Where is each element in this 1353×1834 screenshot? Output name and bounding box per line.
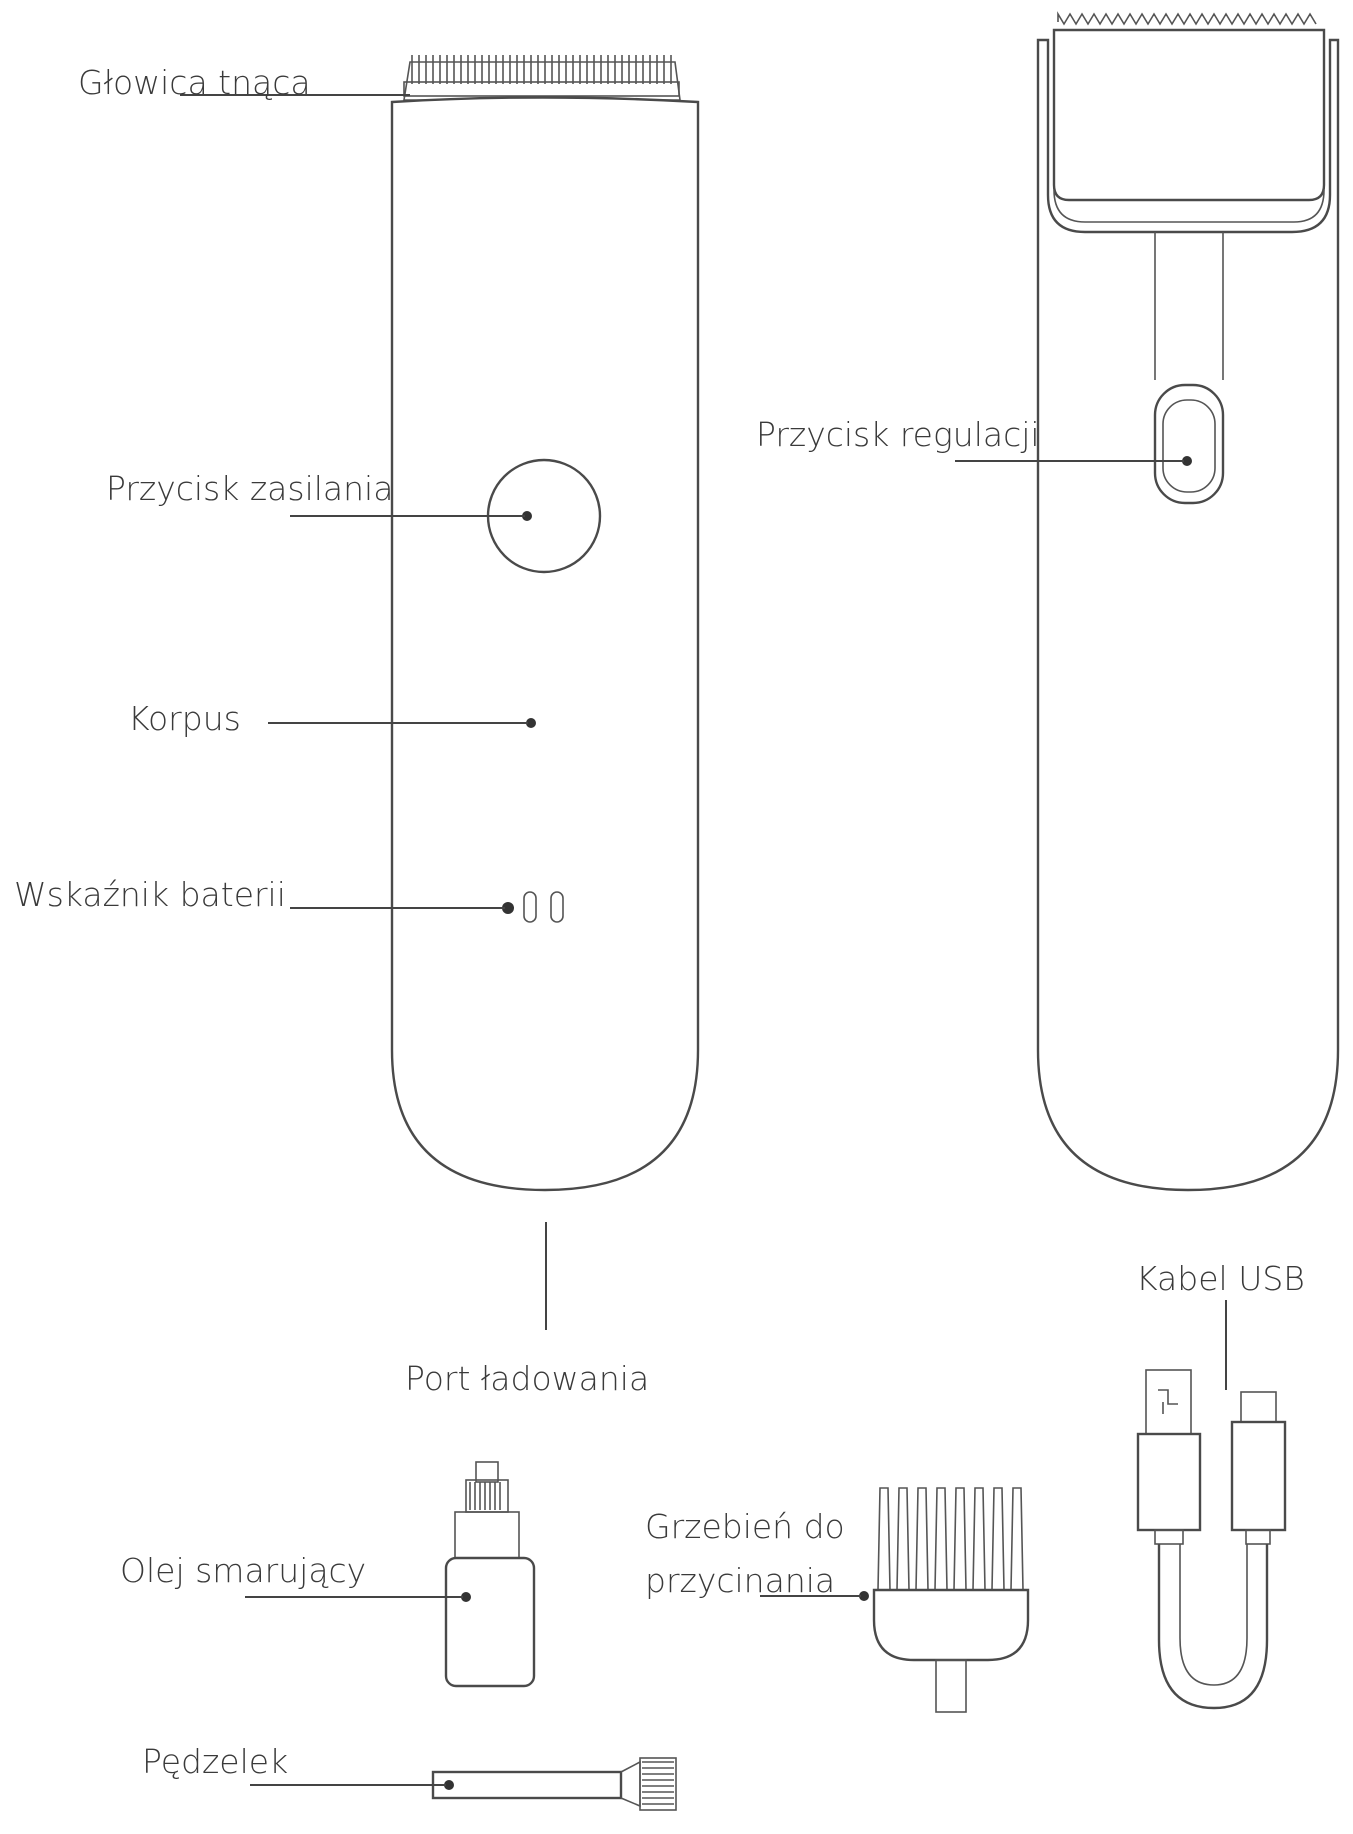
label-charging-port: Port ładowania	[405, 1359, 649, 1398]
label-brush: Pędzelek	[142, 1742, 288, 1781]
oil-bottle-body	[444, 1556, 536, 1688]
battery-led-2	[550, 891, 564, 923]
adjust-button-dot	[1182, 456, 1192, 466]
cleaning-brush	[431, 1757, 677, 1811]
cable-loop	[1157, 1544, 1269, 1710]
comb-tooth	[934, 1487, 948, 1591]
adjust-button-inner	[1162, 399, 1216, 493]
cable-loop-inner	[1179, 1544, 1248, 1686]
oil-bottle-neck	[454, 1511, 520, 1559]
comb-dot	[859, 1591, 869, 1601]
label-oil: Olej smarujący	[120, 1551, 366, 1590]
label-battery-indicator: Wskaźnik baterii	[14, 875, 286, 914]
micro-usb-body	[1230, 1420, 1287, 1532]
usb-a-neck	[1154, 1529, 1184, 1545]
back-trimmer	[1036, 11, 1340, 1192]
back-blade-collar	[1053, 189, 1325, 223]
usb-cable	[1136, 1369, 1287, 1710]
cap-outline	[465, 1479, 509, 1513]
front-trimmer	[390, 55, 700, 1192]
comb-tooth	[972, 1487, 986, 1591]
comb-tooth	[953, 1487, 967, 1591]
comb-tooth	[991, 1487, 1005, 1591]
label-comb-line2: przycinania	[645, 1561, 835, 1600]
usb-a-plug-body	[1136, 1432, 1202, 1532]
oil-bottle-tip	[475, 1461, 499, 1483]
battery-led-1	[523, 891, 537, 923]
usb-a-symbol	[1158, 1389, 1178, 1414]
comb-base	[872, 1588, 1030, 1662]
micro-usb-head	[1240, 1391, 1277, 1423]
micro-usb-neck	[1245, 1529, 1271, 1545]
oil-bottle	[444, 1461, 536, 1688]
label-cutting-head: Głowica tnąca	[78, 63, 311, 102]
front-blade-base	[403, 81, 680, 97]
back-blade-housing	[1052, 28, 1326, 202]
front-body-outline	[390, 96, 700, 1192]
label-comb-line1: Grzebień do	[645, 1507, 845, 1546]
comb-stem	[935, 1659, 967, 1713]
comb-tooth	[915, 1487, 929, 1591]
trimming-comb	[859, 1487, 1030, 1713]
oil-bottle-dot	[461, 1592, 471, 1602]
adjust-slider-track	[1154, 232, 1224, 380]
brush-dot	[444, 1780, 454, 1790]
brush-handle	[431, 1770, 623, 1800]
comb-teeth	[877, 1487, 1024, 1591]
blade-zigzag	[1057, 11, 1317, 26]
comb-tooth	[896, 1487, 910, 1591]
bristle-block	[639, 1757, 677, 1811]
front-blade-teeth	[411, 55, 672, 84]
brush-neck	[620, 1760, 641, 1808]
label-power-button: Przycisk zasilania	[106, 469, 393, 508]
label-usb-cable: Kabel USB	[1136, 1259, 1305, 1298]
adjust-button-outer	[1153, 383, 1225, 505]
leader-lines	[180, 94, 1227, 1786]
comb-tooth	[1010, 1487, 1024, 1591]
body-dot	[526, 718, 536, 728]
battery-indicator-dot	[502, 902, 514, 914]
front-cutting-head-shape	[403, 61, 681, 101]
label-body: Korpus	[128, 699, 241, 738]
label-adjust-button: Przycisk regulacji	[756, 415, 1040, 454]
power-button-dot	[522, 511, 532, 521]
back-blade-teeth	[1057, 11, 1317, 26]
back-body-outline	[1036, 38, 1340, 1192]
brush-bristles	[639, 1757, 677, 1811]
oil-bottle-cap-ridges	[465, 1479, 509, 1513]
comb-tooth	[877, 1487, 891, 1591]
